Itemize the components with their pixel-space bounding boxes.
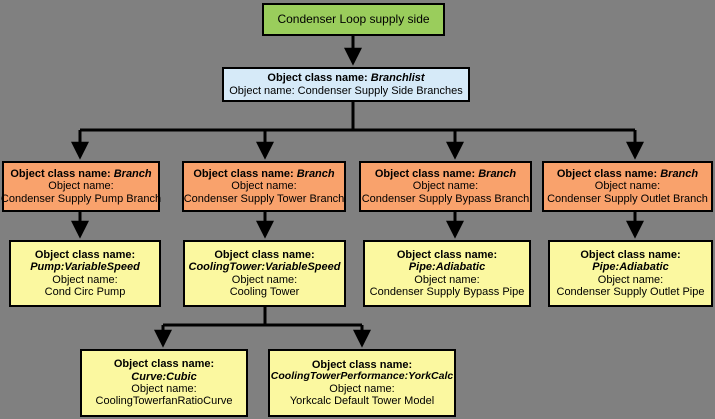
node-branch-condenser-supply-tower[interactable]: Object class name: Branch Object name: C…: [182, 161, 346, 212]
class-label: Object class name:: [556, 168, 658, 181]
class-value: Branch: [296, 168, 335, 181]
node-branch-condenser-supply-bypass[interactable]: Object class name: Branch Object name: C…: [359, 161, 532, 212]
node-class-line: Object class name: Branchlist: [267, 72, 424, 84]
name-value: Condenser Supply Pump Branch: [0, 192, 162, 205]
name-value: CoolingTowerfanRatioCurve: [95, 395, 233, 408]
class-label: Object class name:: [10, 168, 111, 181]
class-value: Pump:VariableSpeed: [30, 261, 140, 274]
node-cooling-tower-variable-speed[interactable]: Object class name: CoolingTower:Variable…: [183, 240, 346, 307]
name-label: Object name:: [597, 273, 664, 286]
node-class-line: Object class name: Branch: [193, 168, 334, 180]
class-label: Object class name:: [193, 168, 294, 181]
name-label: Object name:: [412, 180, 479, 193]
class-label: Object class name:: [267, 72, 368, 85]
name-label: Object name:: [52, 273, 118, 286]
name-value: Condenser Supply Tower Branch: [183, 192, 345, 205]
name-value: Condenser Supply Bypass Pipe: [369, 285, 525, 298]
class-value: Pipe:Adiabatic: [592, 261, 669, 274]
node-branch-condenser-supply-pump[interactable]: Object class name: Branch Object name: C…: [0, 161, 162, 212]
name-label: Object name:: [231, 180, 297, 193]
name-value: Cond Circ Pump: [44, 285, 126, 298]
class-label: Object class name:: [113, 358, 215, 371]
node-branch-condenser-supply-outlet[interactable]: Object class name: Branch Object name: C…: [542, 161, 713, 212]
node-pump-variable-speed[interactable]: Object class name: Pump:VariableSpeed Ob…: [9, 240, 161, 307]
class-value: Branch: [478, 168, 517, 181]
class-label: Object class name:: [214, 248, 315, 261]
class-label: Object class name:: [396, 248, 498, 261]
class-label: Object class name:: [311, 358, 413, 371]
node-title: Condenser Loop supply side: [277, 11, 430, 26]
class-value: CoolingTower:VariableSpeed: [188, 261, 341, 274]
node-condenser-loop-supply-side[interactable]: Condenser Loop supply side: [262, 3, 445, 36]
class-value: Branch: [660, 168, 699, 181]
name-label: Object name:: [131, 383, 197, 395]
node-name-line: Object name: Condenser Supply Side Branc…: [229, 84, 463, 97]
name-label: Object name:: [231, 273, 298, 286]
name-value: Condenser Supply Outlet Branch: [547, 192, 708, 205]
class-value: Branchlist: [370, 72, 425, 85]
node-class-line: Object class name: Branch: [375, 168, 516, 180]
node-branchlist[interactable]: Object class name: Branchlist Object nam…: [222, 67, 470, 102]
class-value: Branch: [113, 168, 152, 181]
node-cooling-tower-performance-yorkcalc[interactable]: Object class name: CoolingTowerPerforman…: [268, 349, 456, 417]
name-label: Object name:: [414, 273, 480, 286]
node-class-line: Object class name: Branch: [10, 168, 151, 180]
name-value: Yorkcalc Default Tower Model: [289, 395, 435, 408]
name-label: Object name:: [594, 180, 661, 193]
node-curve-cubic[interactable]: Object class name: Curve:Cubic Object na…: [80, 349, 248, 417]
class-label: Object class name:: [374, 168, 476, 181]
class-value: Pipe:Adiabatic: [408, 261, 486, 274]
node-class-line: Object class name: Branch: [557, 168, 698, 180]
class-value: CoolingTowerPerformance:YorkCalc: [270, 369, 454, 382]
node-pipe-adiabatic-outlet[interactable]: Object class name: Pipe:Adiabatic Object…: [548, 240, 713, 307]
class-value: Curve:Cubic: [131, 370, 197, 383]
class-label: Object class name:: [580, 248, 681, 261]
name-label: Object name:: [48, 180, 114, 193]
name-value: Condenser Supply Outlet Pipe: [556, 285, 705, 298]
node-pipe-adiabatic-bypass[interactable]: Object class name: Pipe:Adiabatic Object…: [363, 240, 531, 307]
name-value: Condenser Supply Bypass Branch: [361, 192, 530, 205]
name-label: Object name:: [329, 382, 395, 395]
class-label: Object class name:: [34, 248, 136, 261]
name-value: Cooling Tower: [229, 285, 300, 298]
